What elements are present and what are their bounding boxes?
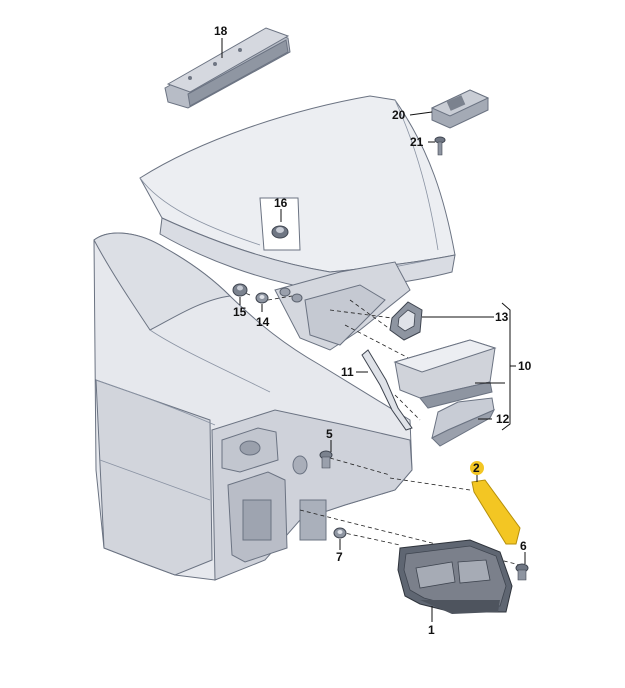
- part-20-license-plate-light: 20: [392, 89, 490, 129]
- callout-15: 15: [233, 305, 247, 319]
- callout-1: 1: [428, 623, 435, 637]
- callout-14: 14: [256, 315, 270, 329]
- part-7-clip: 7: [333, 527, 347, 564]
- callout-2: 2: [473, 461, 480, 475]
- callout-5: 5: [326, 427, 333, 441]
- fender-upper-surface: [93, 232, 232, 331]
- part-inner-tail-light: [393, 339, 505, 409]
- part-16-nut: 16: [259, 196, 301, 251]
- callout-18: 18: [214, 24, 228, 38]
- car-body: [93, 95, 456, 581]
- fender-side-shade: [95, 379, 213, 576]
- callout-2-marker: [470, 461, 484, 475]
- bracket-hole: [239, 440, 261, 456]
- mounting-opening-left: [242, 499, 272, 541]
- part-1-tail-lamp: 1: [397, 539, 513, 637]
- part-11-seal: 11: [341, 349, 413, 431]
- callout-10-bracket: 10: [501, 302, 532, 431]
- callout-6: 6: [520, 539, 527, 553]
- body-fasteners: [279, 287, 303, 303]
- callout-11: 11: [341, 365, 354, 379]
- part-21-screw: 21: [410, 135, 446, 156]
- part-6-screw: 6: [515, 539, 529, 581]
- part-14-clip: 14: [255, 292, 270, 329]
- mounting-opening-right: [299, 499, 327, 541]
- callout-16: 16: [274, 196, 288, 210]
- part-5-bolt: 5: [319, 427, 333, 469]
- part-15-nut: 15: [232, 283, 248, 319]
- gasket-highlight: [471, 479, 521, 545]
- part-2-gasket: 2: [470, 461, 521, 545]
- trunk-lock-area: [304, 284, 386, 346]
- callout-13: 13: [495, 310, 509, 324]
- part-18-high-mount-brake-light: 18: [164, 24, 291, 109]
- callout-12: 12: [496, 412, 510, 426]
- callout-10: 10: [518, 359, 532, 373]
- part-12-trim-cover: 12: [431, 397, 510, 447]
- callout-20: 20: [392, 108, 406, 122]
- part-13-grommet: 13: [389, 301, 509, 341]
- panel-hole: [292, 455, 308, 475]
- callout-7: 7: [336, 550, 343, 564]
- callout-21: 21: [410, 135, 424, 149]
